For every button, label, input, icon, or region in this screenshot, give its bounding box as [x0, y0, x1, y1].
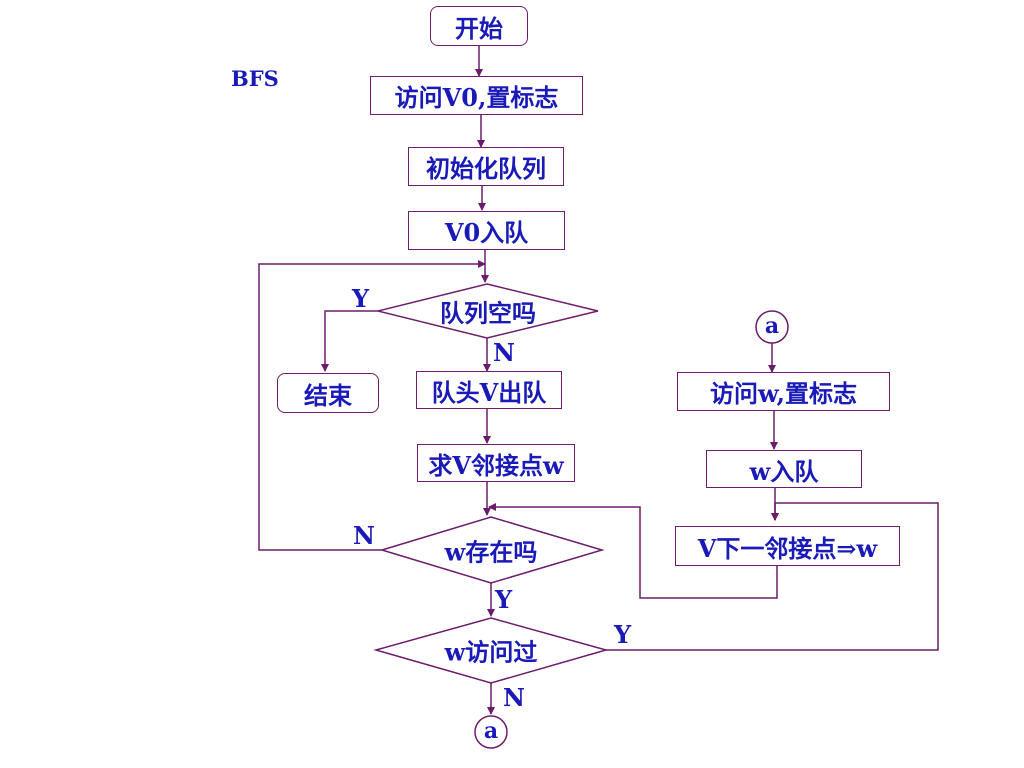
- queue-empty-label: 队列空吗: [440, 298, 536, 328]
- decision-queue-empty-shape: [377, 283, 599, 339]
- edge-label-exists-yes: Y: [495, 585, 513, 614]
- init-queue-node: 初始化队列: [408, 147, 564, 186]
- dequeue-v-node: 队头V出队: [416, 371, 562, 409]
- start-node: 开始: [430, 6, 528, 46]
- edge-next-exists: [488, 503, 778, 599]
- visit-v0-node: 访问V0,置标志: [370, 76, 583, 115]
- decision-w-exists-shape: [379, 516, 605, 584]
- connector-top: a: [764, 313, 780, 339]
- edge-label-empty-no: N: [493, 338, 515, 367]
- w-visited-label: w访问过: [444, 637, 538, 667]
- connector-bottom: a: [483, 718, 499, 744]
- edge-label-empty-yes: Y: [352, 284, 370, 313]
- enqueue-v0-node: V0入队: [408, 211, 565, 250]
- edge-label-exists-no: N: [353, 521, 375, 550]
- edge-exists-loop: [258, 260, 486, 551]
- next-adjacent-node: V下一邻接点⇒w: [675, 526, 900, 566]
- edge-empty-end: [321, 310, 378, 372]
- connector-bottom-shape: [474, 715, 508, 749]
- find-adjacent-node: 求V邻接点w: [417, 444, 575, 482]
- chart-title: BFS: [231, 66, 279, 91]
- connector-top-shape: [755, 310, 789, 344]
- enqueue-w-node: w入队: [706, 450, 862, 488]
- w-exists-label: w存在吗: [444, 537, 538, 567]
- visit-w-node: 访问w,置标志: [677, 372, 890, 411]
- edge-label-visited-yes: Y: [614, 620, 632, 649]
- edge-label-visited-no: N: [503, 683, 525, 712]
- decision-w-visited-shape: [373, 617, 609, 684]
- end-node: 结束: [277, 373, 379, 413]
